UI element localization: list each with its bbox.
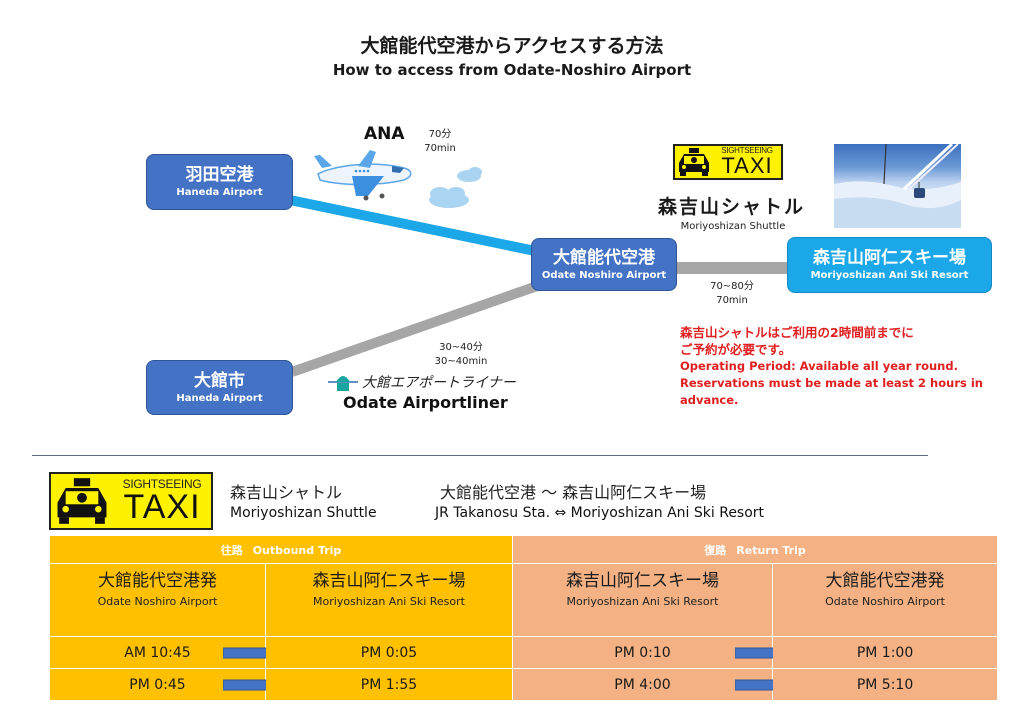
shuttle-duration-en: 70min	[716, 295, 748, 306]
return-arrive-time: PM 5:10	[772, 668, 999, 701]
outbound-label: 往路 Outbound Trip	[48, 535, 514, 564]
schedule-stops-row: 大館能代空港発 Odate Noshiro Airport 森吉山阿仁スキー場 …	[49, 563, 999, 637]
node-label-ja: 羽田空港	[185, 165, 254, 185]
node-odate-noshiro-airport: 大館能代空港 Odate Noshiro Airport	[531, 238, 677, 291]
return-depart-time: PM 0:10	[512, 636, 808, 669]
cloud-icon	[429, 167, 482, 208]
logo-text-sightseeing: SIGHTSEEING	[721, 146, 773, 155]
logo-text-sightseeing: SIGHTSEEING	[122, 477, 202, 491]
stop-ja: 大館能代空港発	[98, 571, 217, 591]
outbound-to-header: 森吉山阿仁スキー場 Moriyoshizan Ani Ski Resort	[264, 563, 514, 637]
time-text: PM 0:45	[129, 676, 186, 693]
bus-duration: 30~40分 30~40min	[426, 341, 496, 369]
node-moriyoshizan-ski-resort: 森吉山阿仁スキー場 Moriyoshizan Ani Ski Resort	[787, 237, 992, 293]
outbound-depart-time: AM 10:45	[49, 636, 295, 669]
time-text: PM 4:00	[614, 676, 671, 693]
air-route-line	[288, 195, 542, 257]
node-label-en: Moriyoshizan Ani Ski Resort	[810, 270, 969, 281]
return-arrive-time: PM 1:00	[772, 636, 999, 669]
shuttle-duration: 70~80分 70min	[694, 280, 770, 308]
shuttle-name-en: Moriyoshizan Shuttle	[680, 221, 786, 232]
ski-gondola-photo	[834, 144, 961, 228]
bus-duration-en: 30~40min	[434, 356, 488, 367]
node-label-ja: 森吉山阿仁スキー場	[813, 248, 966, 268]
bus-route-line	[290, 280, 542, 377]
page-subtitle: How to access from Odate-Noshiro Airport	[332, 61, 692, 79]
schedule-service-en: Moriyoshizan Shuttle	[230, 505, 377, 521]
return-depart-time: PM 4:00	[512, 668, 808, 701]
flight-duration-ja: 70分	[428, 129, 452, 140]
schedule-route-en: JR Takanosu Sta. ⇔ Moriyoshizan Ani Ski …	[435, 505, 765, 521]
time-text: PM 0:10	[614, 644, 671, 661]
route-map	[288, 150, 790, 377]
stop-en: Moriyoshizan Ani Ski Resort	[566, 595, 719, 608]
stop-en: Odate Noshiro Airport	[97, 595, 218, 608]
bus-name-ja: 大館エアポートライナー	[362, 375, 516, 391]
airportliner-logo-icon	[328, 376, 358, 391]
sightseeing-taxi-logo: SIGHTSEEING TAXI	[673, 144, 783, 180]
bus-duration-ja: 30~40分	[439, 342, 483, 353]
schedule-direction-row: 往路 Outbound Trip 復路 Return Trip	[48, 535, 999, 564]
section-divider	[32, 455, 928, 456]
note-ja-line1: 森吉山シャトルはご利用の2時間前までに	[680, 325, 914, 340]
note-en-line3: advance.	[680, 393, 739, 407]
shuttle-duration-ja: 70~80分	[710, 281, 754, 292]
shuttle-name-ja: 森吉山シャトル	[658, 196, 806, 218]
stop-en: Moriyoshizan Ani Ski Resort	[313, 595, 465, 608]
stop-en: Odate Noshiro Airport	[825, 595, 945, 608]
airplane-icon	[314, 150, 412, 201]
logo-text-taxi: TAXI	[721, 153, 773, 178]
flight-carrier: ANA	[364, 124, 405, 144]
outbound-label-ja: 往路	[220, 543, 243, 557]
note-en-line1: Operating Period: Available all year rou…	[680, 359, 958, 373]
page-title: 大館能代空港からアクセスする方法	[360, 35, 664, 57]
return-label-en: Return Trip	[736, 543, 806, 557]
reservation-note: 森吉山シャトルはご利用の2時間前までに ご予約が必要です。 Operating …	[680, 324, 990, 409]
note-en-line2: Reservations must be made at least 2 hou…	[680, 376, 983, 390]
outbound-from-header: 大館能代空港発 Odate Noshiro Airport	[49, 563, 266, 637]
flight-duration: 70分 70min	[418, 128, 462, 156]
schedule-row: PM 0:45 PM 1:55 PM 4:00 PM 5:10	[49, 668, 999, 701]
node-odate-city: 大館市 Haneda Airport	[146, 360, 293, 415]
stop-ja: 大館能代空港発	[825, 571, 945, 591]
return-from-header: 森吉山阿仁スキー場 Moriyoshizan Ani Ski Resort	[512, 563, 774, 637]
schedule-table: 往路 Outbound Trip 復路 Return Trip 大館能代空港発 Od…	[48, 535, 999, 701]
time-text: AM 10:45	[124, 644, 191, 661]
stop-ja: 森吉山阿仁スキー場	[566, 571, 720, 591]
node-label-ja: 大館能代空港	[553, 247, 655, 268]
node-label-en: Haneda Airport	[176, 187, 263, 198]
schedule-row: AM 10:45 PM 0:05 PM 0:10 PM 1:00	[49, 636, 999, 669]
taxi-car-icon	[57, 478, 107, 524]
flight-duration-en: 70min	[424, 143, 456, 154]
taxi-car-icon	[679, 148, 709, 176]
outbound-depart-time: PM 0:45	[49, 668, 295, 701]
schedule-service-ja: 森吉山シャトル	[230, 483, 343, 502]
outbound-arrive-time: PM 0:05	[264, 636, 514, 669]
bus-name-en: Odate Airportliner	[343, 393, 508, 412]
node-label-ja: 大館市	[194, 370, 245, 391]
node-label-en: Odate Noshiro Airport	[541, 269, 667, 281]
return-to-header: 大館能代空港発 Odate Noshiro Airport	[772, 563, 999, 637]
logo-text-taxi: TAXI	[123, 488, 201, 526]
gondola-icon	[834, 144, 961, 228]
return-label-ja: 復路	[704, 543, 727, 557]
stop-ja: 森吉山阿仁スキー場	[312, 571, 466, 591]
note-ja-line2: ご予約が必要です。	[680, 342, 792, 357]
schedule-route-ja: 大館能代空港 ～ 森吉山阿仁スキー場	[440, 483, 707, 502]
node-haneda-airport: 羽田空港 Haneda Airport	[146, 154, 293, 210]
outbound-label-en: Outbound Trip	[252, 543, 342, 557]
outbound-arrive-time: PM 1:55	[264, 668, 514, 701]
schedule-taxi-logo: SIGHTSEEING TAXI	[49, 472, 213, 530]
return-label: 復路 Return Trip	[512, 535, 999, 564]
node-label-en: Haneda Airport	[176, 392, 263, 404]
